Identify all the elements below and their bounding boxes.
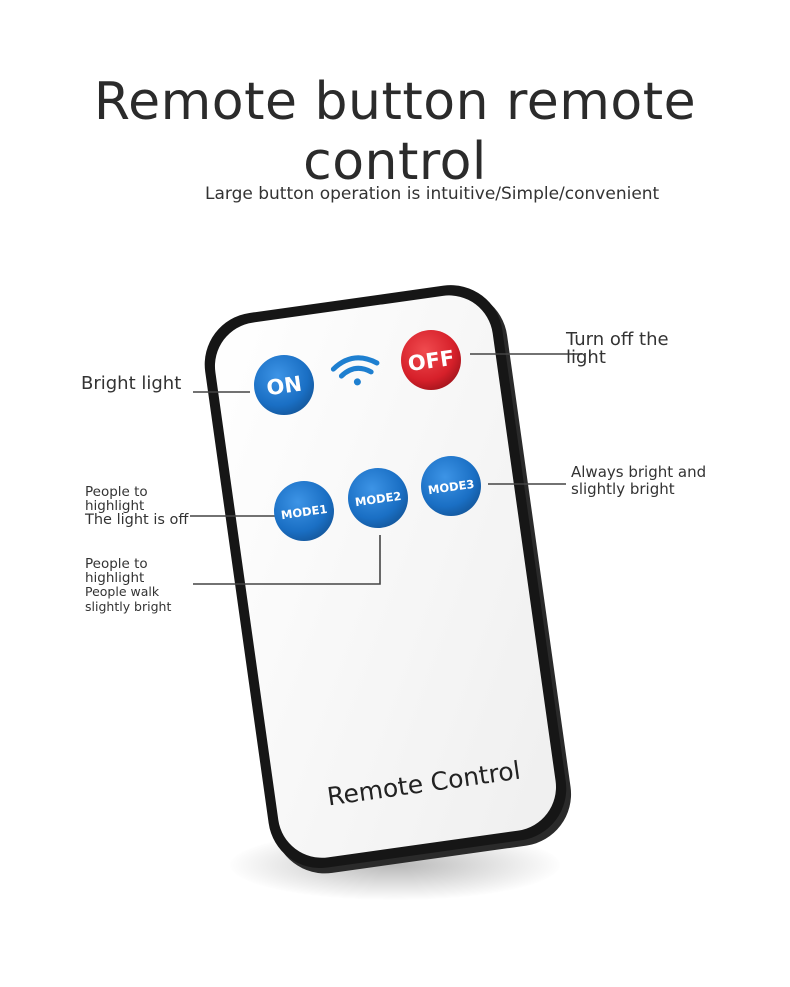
off-button[interactable]: OFF [401, 330, 461, 390]
wifi-icon [330, 355, 380, 386]
callout-mode1-line3: The light is off [85, 512, 189, 529]
callout-mode2: People to highlight People walk slightly… [85, 557, 171, 614]
mode3-button[interactable]: MODE3 [421, 456, 481, 516]
callout-mode1-line1: People to [85, 484, 148, 500]
callout-mode2-line2: highlight [85, 570, 145, 587]
callout-mode3: Always bright and slightly bright [571, 464, 706, 497]
page-title: Remote button remote control [93, 72, 697, 192]
callout-off-line2: light [566, 347, 606, 368]
callout-off-line1: Turn off the [566, 329, 669, 350]
mode3-button-label: MODE3 [427, 477, 475, 497]
callout-mode2-line4: slightly bright [85, 598, 172, 614]
callout-on: Bright light [81, 373, 182, 394]
mode2-button-label: MODE2 [354, 489, 402, 509]
callout-mode3-line1: Always bright and [571, 463, 707, 481]
mode1-button-label: MODE1 [280, 502, 328, 522]
callout-mode1: People to highlight The light is off [85, 485, 188, 529]
mode1-button[interactable]: MODE1 [274, 481, 334, 541]
callout-mode1-line2: highlight [85, 498, 145, 515]
callout-off: Turn off the light [566, 331, 669, 367]
callout-mode2-line1: People to [85, 556, 148, 572]
callout-lines [190, 353, 582, 585]
on-button[interactable]: ON [254, 355, 314, 415]
mode2-button[interactable]: MODE2 [348, 468, 408, 528]
page-subtitle: Large button operation is intuitive/Simp… [205, 184, 660, 204]
on-button-label: ON [265, 372, 303, 401]
callout-mode3-line2: slightly bright [571, 479, 675, 498]
remote-body [204, 285, 572, 874]
callout-mode2-line3: People walk [85, 584, 160, 600]
